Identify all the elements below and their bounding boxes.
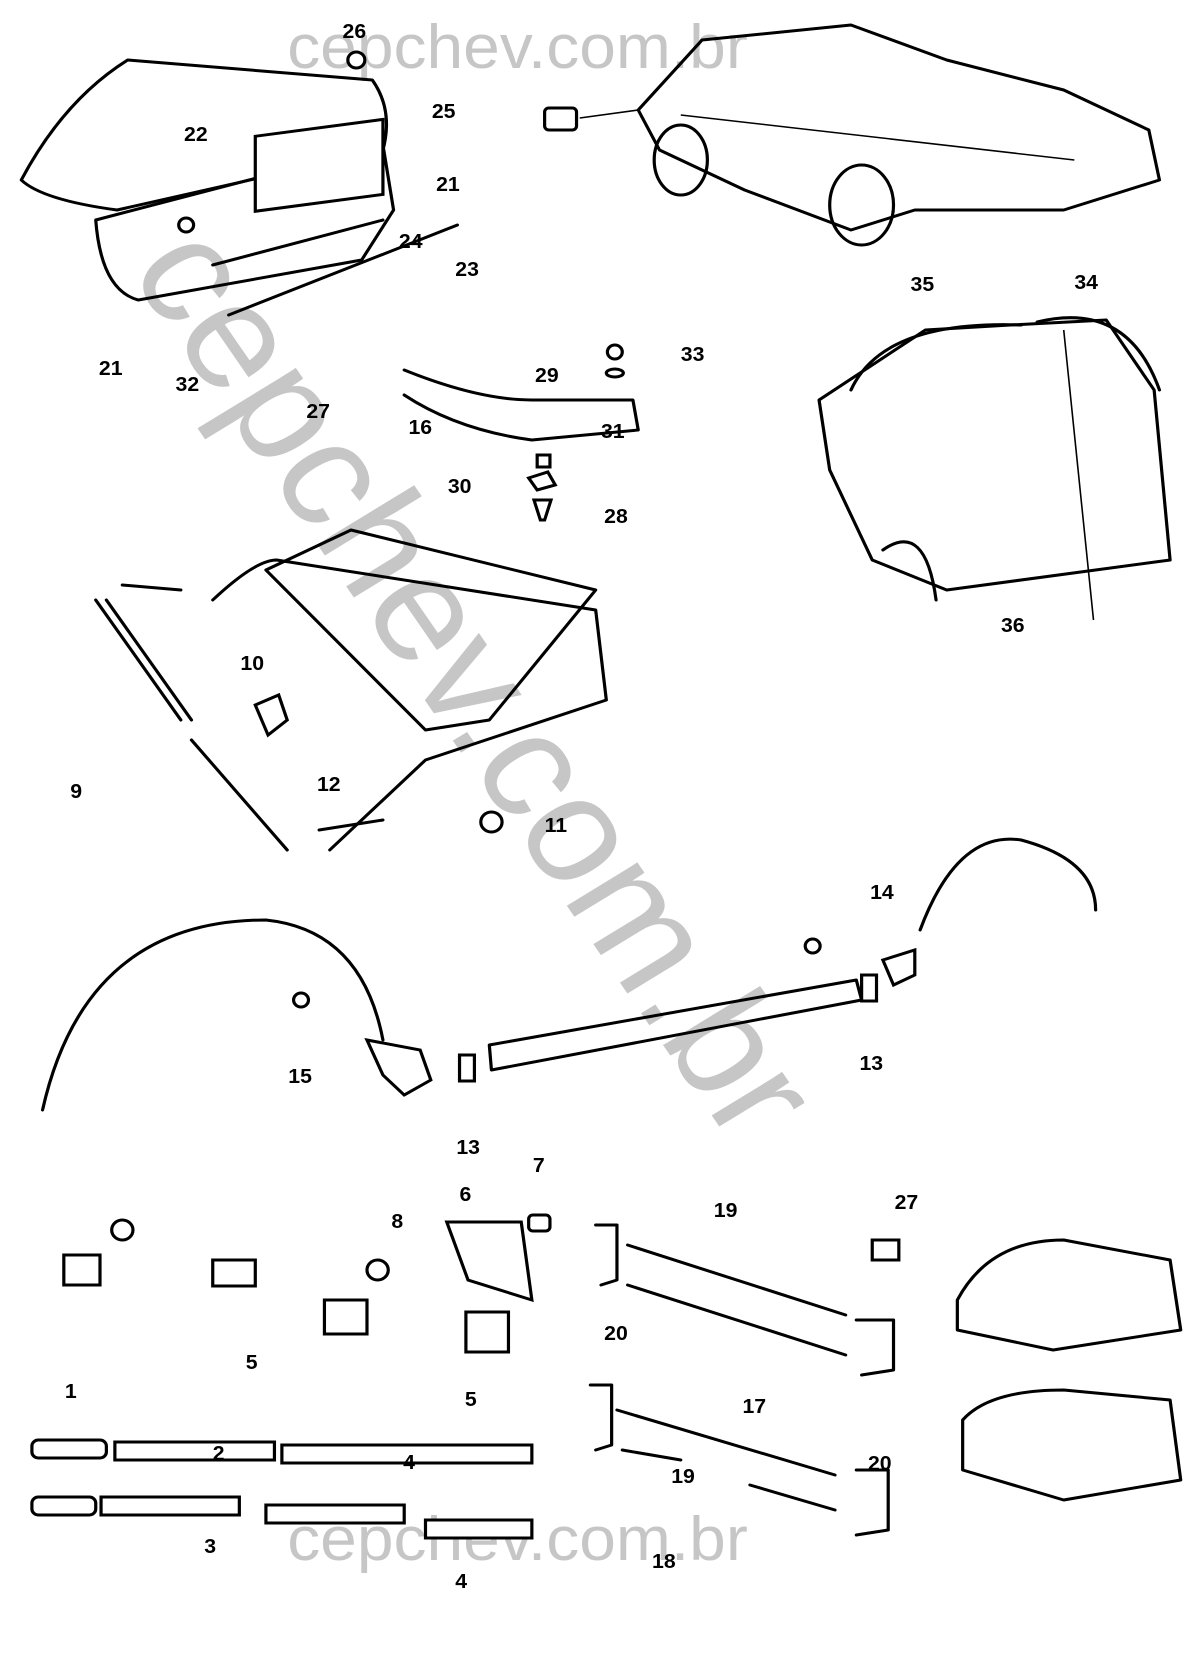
- windshield-view: [94, 528, 608, 852]
- wheel-arch-moldings: [40, 837, 1098, 1112]
- callout-10: 10: [240, 653, 264, 675]
- callout-30: 30: [448, 476, 472, 498]
- callout-5: 5: [465, 1389, 477, 1411]
- callout-12: 12: [317, 774, 341, 796]
- callout-18: 18: [652, 1551, 676, 1573]
- callout-34: 34: [1074, 272, 1098, 294]
- callout-13: 13: [859, 1053, 883, 1075]
- callout-14: 14: [870, 882, 894, 904]
- callout-20: 20: [868, 1453, 892, 1475]
- callout-35: 35: [911, 274, 935, 296]
- callout-23: 23: [455, 259, 479, 281]
- callout-24: 24: [399, 231, 423, 253]
- callout-21: 21: [436, 174, 460, 196]
- callout-33: 33: [681, 344, 705, 366]
- callout-19: 19: [714, 1200, 738, 1222]
- callout-31: 31: [601, 421, 625, 443]
- trunk-lid-assembly: [19, 50, 459, 317]
- sedan-car-view: [543, 23, 1162, 247]
- side-door-view: [817, 316, 1172, 621]
- watermark-top: cepchev.com.br: [287, 12, 748, 82]
- callout-22: 22: [184, 124, 208, 146]
- callout-29: 29: [535, 365, 559, 387]
- callout-27: 27: [895, 1192, 919, 1214]
- callout-15: 15: [288, 1066, 312, 1088]
- callout-16: 16: [408, 417, 432, 439]
- bumper-molding: [402, 343, 640, 522]
- callout-5: 5: [246, 1352, 258, 1374]
- callout-28: 28: [604, 506, 628, 528]
- callout-9: 9: [70, 781, 82, 803]
- callout-6: 6: [460, 1184, 472, 1206]
- callout-26: 26: [343, 21, 367, 43]
- callout-4: 4: [455, 1571, 467, 1593]
- callout-20: 20: [604, 1323, 628, 1345]
- callout-8: 8: [391, 1211, 403, 1233]
- callout-36: 36: [1001, 615, 1025, 637]
- callout-1: 1: [65, 1381, 77, 1403]
- watermark-diagonal: cepchev.com.br: [99, 196, 855, 1166]
- callout-4: 4: [403, 1452, 415, 1474]
- callout-27: 27: [306, 401, 330, 423]
- callout-3: 3: [204, 1536, 216, 1558]
- callout-13: 13: [456, 1137, 480, 1159]
- callout-11: 11: [545, 815, 567, 837]
- side-moldings: [30, 1213, 1183, 1540]
- callout-19: 19: [671, 1466, 695, 1488]
- callout-25: 25: [432, 101, 456, 123]
- callout-21: 21: [99, 358, 123, 380]
- callout-2: 2: [213, 1443, 225, 1465]
- callout-17: 17: [742, 1396, 766, 1418]
- callout-32: 32: [176, 374, 200, 396]
- callout-7: 7: [533, 1155, 545, 1177]
